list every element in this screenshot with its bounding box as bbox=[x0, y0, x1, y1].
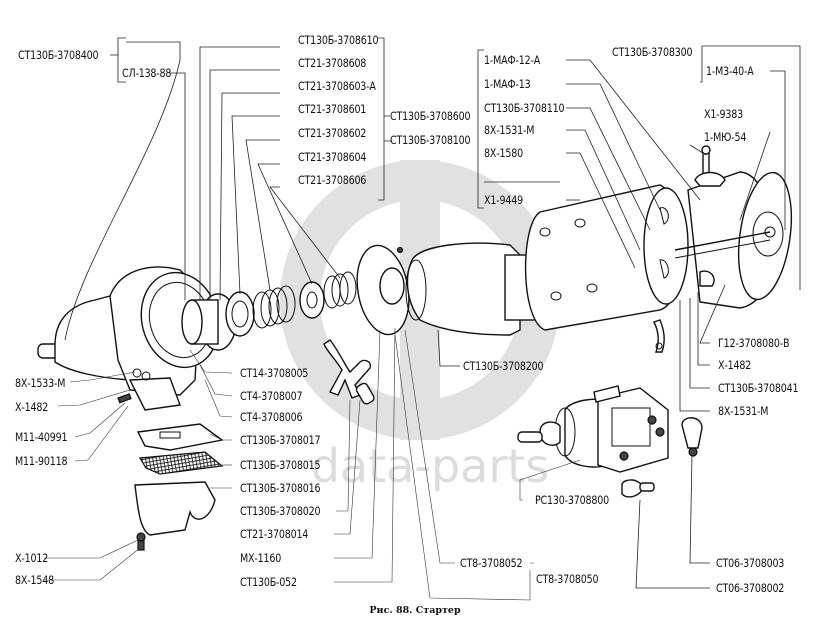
label-right-mid-part: Х-1482 bbox=[718, 358, 752, 372]
armature bbox=[405, 242, 536, 336]
label-center-bottom-part: СТ21-3708014 bbox=[240, 527, 309, 541]
label-drive-part: СТ21-3708602 bbox=[298, 126, 367, 140]
label-left-bottom-part: М11-90118 bbox=[15, 454, 68, 468]
label-right-mid-part: Г12-3708080-В bbox=[718, 336, 790, 350]
label-starter-drive-housing-assembly: СТ130Б-3708400 bbox=[18, 48, 99, 62]
label-center-bottom-part: СТ14-3708005 bbox=[240, 366, 309, 380]
drive-clutch bbox=[181, 271, 357, 351]
label-left-bottom-part: 8Х-1533-М bbox=[15, 376, 66, 390]
drive-lever bbox=[323, 339, 375, 405]
stator-housing bbox=[524, 184, 689, 353]
label-center-bottom-part: СТ130Б-3708016 bbox=[240, 481, 321, 495]
label-bracket-assembly: СТ8-3708050 bbox=[536, 572, 599, 586]
label-left-bottom-part: М11-40991 bbox=[15, 430, 68, 444]
label-right-mid-part: СТ130Б-3708041 bbox=[718, 381, 799, 395]
label-bracket-part: СТ8-3708052 bbox=[460, 556, 523, 570]
label-center-bottom-part: СТ130Б-052 bbox=[240, 575, 297, 589]
label-center-bottom-part: СТ130Б-3708020 bbox=[240, 504, 321, 518]
label-right-top-part: 8Х-1580 bbox=[484, 146, 523, 160]
label-right-top-part: Х1-9449 bbox=[484, 193, 523, 207]
label-center-bottom-part: СТ130Б-3708015 bbox=[240, 458, 321, 472]
label-mu-54: 1-МЮ-54 bbox=[704, 130, 747, 144]
label-cap: СТ06-3708002 bbox=[716, 581, 785, 595]
label-drive-part: СТ21-3708603-А bbox=[298, 79, 376, 93]
label-screw: Х-1012 bbox=[15, 551, 49, 565]
label-m3-40-a: 1-М3-40-А bbox=[706, 64, 754, 78]
label-armature: СТ130Б-3708200 bbox=[463, 359, 544, 373]
cover-plates bbox=[134, 423, 224, 551]
terminal-caps bbox=[621, 417, 703, 498]
label-right-mid-part: 8Х-1531-М bbox=[718, 404, 769, 418]
label-drive-part: СТ21-3708608 bbox=[298, 56, 367, 70]
label-center-bottom-part: СТ4-3708007 bbox=[240, 389, 303, 403]
label-center-bottom-part: СТ4-3708006 bbox=[240, 410, 303, 424]
label-drive-assembly: СТ130Б-3708600 bbox=[390, 109, 471, 123]
label-sl-138-88: СЛ-138-88 bbox=[122, 66, 172, 80]
label-left-bottom-part: Х-1482 bbox=[15, 400, 49, 414]
watermark-text: data-parts bbox=[311, 439, 550, 493]
label-right-top-part: СТ130Б-3708110 bbox=[484, 101, 565, 115]
label-x1-9383: Х1-9383 bbox=[704, 107, 743, 121]
label-relay: РС130-3708800 bbox=[535, 493, 609, 507]
label-right-top-part: 8Х-1531-М bbox=[484, 123, 535, 137]
label-end-cap-assembly: СТ130Б-3708300 bbox=[612, 45, 693, 59]
label-right-top-part: 1-МАФ-13 bbox=[484, 77, 531, 91]
drive-housing bbox=[37, 266, 220, 411]
figure-caption: Рис. 88. Стартер bbox=[369, 605, 461, 616]
solenoid-relay bbox=[517, 385, 669, 473]
label-center-bottom-part: МХ-1160 bbox=[240, 551, 282, 565]
label-drive-part: СТ21-3708601 bbox=[298, 102, 367, 116]
label-washer: 8Х-1548 bbox=[15, 573, 54, 587]
leader-lines bbox=[44, 37, 801, 601]
label-drive-part: СТ21-3708606 bbox=[298, 173, 367, 187]
label-cap: СТ06-3708003 bbox=[716, 556, 785, 570]
label-center-bottom-part: СТ130Б-3708017 bbox=[240, 433, 321, 447]
label-drive-part: СТ21-3708604 bbox=[298, 150, 367, 164]
label-starter-assembly: СТ130Б-3708100 bbox=[390, 133, 471, 147]
end-cap bbox=[674, 145, 793, 309]
label-right-top-part: 1-МАФ-12-А bbox=[484, 53, 541, 67]
label-drive-part: СТ130Б-3708610 bbox=[298, 33, 379, 47]
